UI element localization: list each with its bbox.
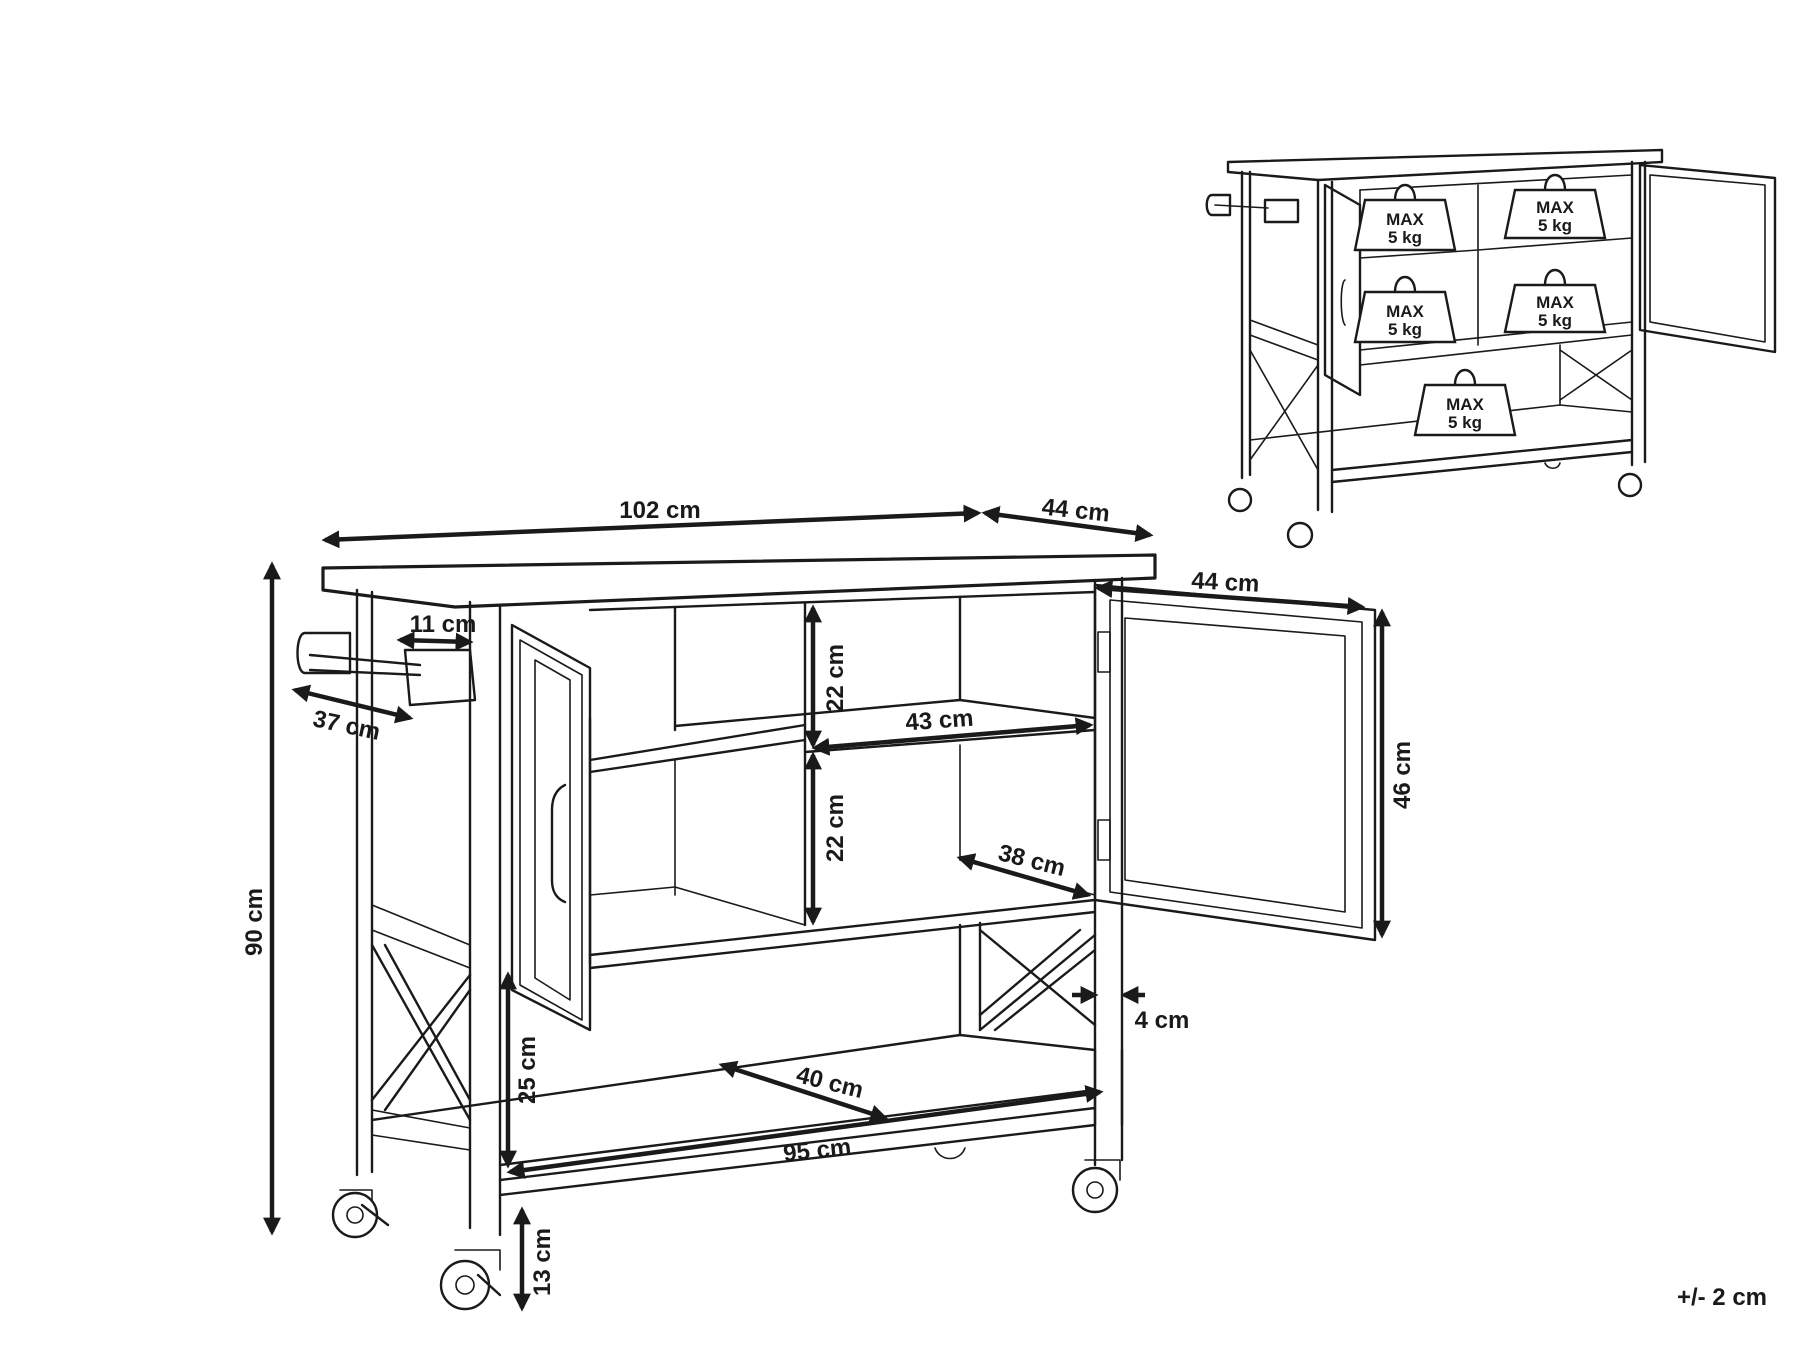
dimension-arrows xyxy=(263,504,1391,1312)
dim-leg-width: 4 cm xyxy=(1135,1007,1190,1034)
weight-label-1: MAX xyxy=(1386,210,1424,229)
weight-label-4: MAX xyxy=(1536,293,1574,312)
dim-bottom-shelf-depth: 40 cm xyxy=(794,1061,867,1104)
weight-value-2: 5 kg xyxy=(1538,216,1572,235)
weight-icon-3: MAX 5 kg xyxy=(1353,275,1457,344)
weight-icon-5: MAX 5 kg xyxy=(1413,368,1517,437)
weight-icon-2: MAX 5 kg xyxy=(1503,173,1607,240)
dim-total-height: 90 cm xyxy=(241,888,268,956)
dim-compartment-upper: 22 cm xyxy=(822,644,849,712)
weight-label-3: MAX xyxy=(1386,302,1424,321)
dim-lower-clearance: 25 cm xyxy=(514,1036,541,1104)
dim-door-height: 46 cm xyxy=(1389,741,1416,809)
dim-door-width: 44 cm xyxy=(1191,567,1260,598)
dim-bottom-shelf-width: 95 cm xyxy=(782,1134,853,1168)
weight-label-2: MAX xyxy=(1536,198,1574,217)
weight-label-5: MAX xyxy=(1446,395,1484,414)
dim-shelf-depth: 38 cm xyxy=(996,839,1069,882)
dim-wheel-height: 13 cm xyxy=(529,1228,556,1296)
weight-value-3: 5 kg xyxy=(1388,320,1422,339)
weight-value-1: 5 kg xyxy=(1388,228,1422,247)
dim-compartment-lower: 22 cm xyxy=(822,794,849,862)
tolerance-note: +/- 2 cm xyxy=(1677,1284,1767,1311)
dim-top-width: 102 cm xyxy=(619,497,700,524)
weight-icon-1: MAX 5 kg xyxy=(1353,183,1457,252)
dim-shelf-width: 43 cm xyxy=(905,705,975,737)
small-cart-drawing xyxy=(1205,148,1777,549)
weight-icon-4: MAX 5 kg xyxy=(1503,268,1607,334)
weight-value-4: 5 kg xyxy=(1538,311,1572,330)
weight-value-5: 5 kg xyxy=(1448,413,1482,432)
dim-handle-offset: 11 cm xyxy=(410,611,477,638)
